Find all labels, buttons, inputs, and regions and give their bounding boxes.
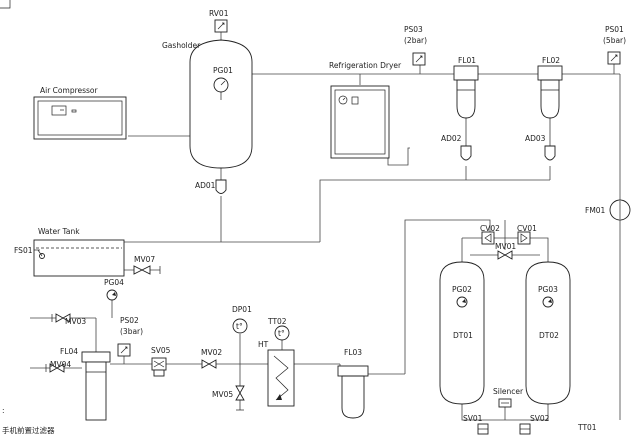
- colon-mark: :: [2, 406, 5, 415]
- ps02-label: PS02: [120, 316, 139, 325]
- pg04-label: PG04: [104, 278, 124, 287]
- ps01-label: PS01: [605, 25, 624, 34]
- manual-valve-mv01[interactable]: [497, 250, 513, 260]
- pg02-label: PG02: [452, 285, 472, 294]
- refrigeration-dryer-label: Refrigeration Dryer: [329, 61, 402, 70]
- mv03-label: MV03: [65, 317, 86, 326]
- solenoid-valve-sv01[interactable]: [477, 423, 489, 435]
- mv04-label: MV04: [50, 360, 71, 369]
- ps02-setting: (3bar): [120, 327, 143, 336]
- auto-drain-ad01[interactable]: [215, 179, 227, 194]
- bottom-note: 手机前置过滤器: [2, 425, 55, 435]
- pressure-gauge-pg03[interactable]: [542, 296, 554, 308]
- fm01-label: FM01: [585, 206, 606, 215]
- gasholder-label: Gasholder: [162, 41, 201, 50]
- pipe-feed-towers: [404, 219, 491, 374]
- air-compressor[interactable]: [33, 96, 127, 140]
- manual-valve-mv07[interactable]: [133, 265, 161, 275]
- auto-drain-ad03[interactable]: [544, 118, 556, 161]
- pipe-dryer-drain: [387, 147, 410, 166]
- dp01-symbol: t°: [236, 322, 243, 331]
- silencer-label: Silencer: [493, 387, 524, 396]
- pipe-drain-collector: [319, 179, 550, 242]
- pressure-switch-ps02[interactable]: [117, 343, 131, 357]
- pressure-switch-ps03[interactable]: [412, 52, 426, 66]
- auto-drain-ad02[interactable]: [460, 118, 472, 161]
- flow-meter-fm01[interactable]: [609, 199, 631, 221]
- pg01-label: PG01: [213, 66, 233, 75]
- corner-tick: [0, 0, 11, 9]
- filter-fl02[interactable]: [537, 65, 563, 119]
- dp01-label: DP01: [232, 305, 252, 314]
- temperature-sensor-tt02[interactable]: t°: [274, 325, 290, 341]
- dt01-label: DT01: [453, 331, 473, 340]
- mv05-label: MV05: [212, 390, 233, 399]
- manual-valve-mv02[interactable]: [201, 359, 217, 369]
- fl04-label: FL04: [60, 347, 78, 356]
- pressure-gauge-pg01[interactable]: [213, 77, 229, 100]
- ht-label: HT: [258, 340, 269, 349]
- water-tank[interactable]: [33, 239, 125, 277]
- gasholder[interactable]: [189, 39, 253, 169]
- float-switch-fs01[interactable]: [34, 249, 45, 259]
- manual-valve-mv04[interactable]: [45, 363, 65, 373]
- fl01-label: FL01: [458, 56, 476, 65]
- cv02-label: CV02: [480, 224, 500, 233]
- tt02-label: TT02: [267, 317, 287, 326]
- air-compressor-label: Air Compressor: [40, 86, 99, 95]
- sv02-label: SV02: [530, 414, 550, 423]
- ps01-setting: (5bar): [603, 36, 626, 45]
- check-valve-cv02[interactable]: [481, 231, 495, 245]
- ad01-label: AD01: [195, 181, 216, 190]
- pipe-network: [30, 32, 621, 421]
- dew-point-sensor-dp01[interactable]: t°: [232, 318, 248, 334]
- solenoid-valve-sv05[interactable]: [151, 357, 167, 377]
- tt01-label: TT01: [577, 423, 597, 432]
- mv02-label: MV02: [201, 348, 222, 357]
- refrigeration-dryer[interactable]: [330, 85, 390, 159]
- manual-valve-mv05[interactable]: [235, 385, 245, 411]
- pressure-gauge-pg04[interactable]: [106, 289, 118, 301]
- manual-valve-mv03[interactable]: [51, 313, 71, 323]
- rv01-label: RV01: [209, 9, 229, 18]
- check-valve-cv01[interactable]: [517, 231, 531, 245]
- ps03-setting: (2bar): [404, 36, 427, 45]
- fl03-label: FL03: [344, 348, 362, 357]
- relief-valve-rv01[interactable]: [214, 19, 228, 33]
- solenoid-valve-sv02[interactable]: [519, 423, 531, 435]
- ad02-label: AD02: [441, 134, 462, 143]
- heater-ht[interactable]: [267, 349, 295, 407]
- water-tank-label: Water Tank: [38, 227, 80, 236]
- mv01-label: MV01: [495, 242, 516, 251]
- dt02-label: DT02: [539, 331, 559, 340]
- mv07-label: MV07: [134, 255, 155, 264]
- tt02-symbol: t°: [278, 329, 285, 338]
- fl02-label: FL02: [542, 56, 560, 65]
- ad03-label: AD03: [525, 134, 546, 143]
- sv01-label: SV01: [463, 414, 483, 423]
- cv01-label: CV01: [517, 224, 537, 233]
- silencer[interactable]: [498, 398, 512, 408]
- drying-tower-dt01[interactable]: [439, 261, 485, 405]
- pressure-switch-ps01[interactable]: [607, 51, 621, 65]
- filter-fl03[interactable]: [337, 365, 369, 419]
- fs01-label: FS01: [14, 246, 33, 255]
- filter-fl01[interactable]: [453, 65, 479, 119]
- drying-tower-dt02[interactable]: [525, 261, 571, 405]
- pressure-gauge-pg02[interactable]: [456, 296, 468, 308]
- filter-fl04[interactable]: [81, 351, 111, 421]
- ps03-label: PS03: [404, 25, 423, 34]
- pg03-label: PG03: [538, 285, 558, 294]
- sv05-label: SV05: [151, 346, 171, 355]
